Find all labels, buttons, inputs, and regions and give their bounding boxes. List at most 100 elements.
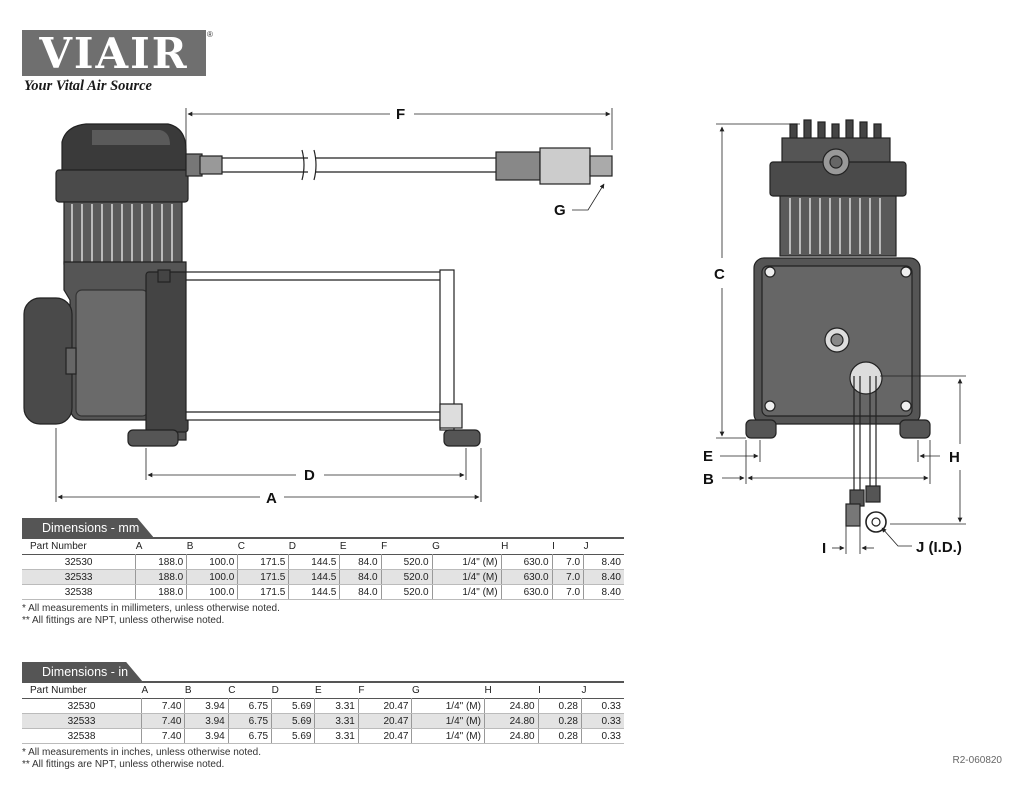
- note-line: ** All fittings are NPT, unless otherwis…: [22, 615, 225, 626]
- col-header: D: [288, 541, 297, 552]
- dimension-cell: 3.31: [314, 728, 359, 744]
- part-number-cell: 32530: [22, 554, 137, 570]
- dimensions-mm-table: Dimensions - mm Part Number A B C D E F …: [22, 518, 624, 627]
- table-title: Dimensions - in: [22, 662, 142, 681]
- dimension-cell: 630.0: [501, 569, 553, 585]
- col-header: H: [501, 541, 509, 552]
- col-header: H: [484, 685, 492, 696]
- label-G: G: [554, 202, 566, 219]
- col-header: B: [186, 541, 194, 552]
- dimension-cell: 7.0: [552, 569, 585, 585]
- col-header: F: [381, 541, 388, 552]
- dimension-cell: 1/4" (M): [411, 728, 485, 744]
- dimension-cell: 6.75: [228, 728, 273, 744]
- table-title-bar: Dimensions - mm: [22, 518, 624, 539]
- col-header: C: [237, 541, 245, 552]
- dimension-cell: 630.0: [501, 554, 553, 570]
- dimension-cell: 171.5: [237, 554, 290, 570]
- dimension-cell: 20.47: [358, 713, 413, 729]
- dimension-cell: 144.5: [288, 554, 341, 570]
- col-header: G: [411, 685, 420, 696]
- table-title-bar: Dimensions - in: [22, 662, 624, 683]
- dimension-cell: 0.28: [538, 713, 582, 729]
- logo-wordmark: VIAIR: [39, 29, 189, 78]
- note-line: ** All fittings are NPT, unless otherwis…: [22, 759, 225, 770]
- dimension-cell: 144.5: [288, 584, 341, 600]
- dimension-cell: 520.0: [381, 584, 433, 600]
- dimension-cell: 0.33: [581, 728, 624, 744]
- label-I: I: [822, 540, 826, 557]
- dimension-cell: 7.40: [141, 713, 186, 729]
- dimension-cell: 84.0: [339, 554, 382, 570]
- dimension-cell: 188.0: [135, 569, 188, 585]
- dimension-cell: 100.0: [186, 569, 239, 585]
- dimension-cell: 3.94: [184, 698, 229, 714]
- logo-tagline: Your Vital Air Source: [24, 78, 152, 94]
- dimension-cell: 144.5: [288, 569, 341, 585]
- dimension-cell: 1/4" (M): [432, 569, 502, 585]
- table-title: Dimensions - mm: [22, 518, 153, 537]
- dimension-cell: 3.94: [184, 713, 229, 729]
- side-dimensions: [55, 108, 613, 502]
- col-header: A: [141, 685, 149, 696]
- table-notes: * All measurements in millimeters, unles…: [22, 603, 624, 627]
- col-header: E: [339, 541, 347, 552]
- dimension-cell: 20.47: [358, 728, 413, 744]
- front-dimensions: [716, 123, 966, 554]
- part-number-cell: 32538: [22, 584, 137, 600]
- dimension-cell: 24.80: [484, 728, 539, 744]
- dimension-cell: 0.28: [538, 698, 582, 714]
- dimension-cell: 7.40: [141, 728, 186, 744]
- header-row: Part Number A B C D E F G H I J: [22, 683, 624, 699]
- dimension-cell: 1/4" (M): [432, 584, 502, 600]
- part-number-cell: 32533: [22, 569, 137, 585]
- revision-code: R2-060820: [952, 755, 1002, 766]
- label-H: H: [949, 449, 960, 466]
- label-D: D: [304, 467, 315, 484]
- dimension-cell: 7.0: [552, 554, 585, 570]
- dimension-cell: 20.47: [358, 698, 413, 714]
- col-header: I: [538, 685, 541, 696]
- note-line: * All measurements in inches, unless oth…: [22, 747, 262, 758]
- col-header: A: [135, 541, 143, 552]
- part-number-cell: 32538: [22, 728, 143, 744]
- dimension-cell: 84.0: [339, 569, 382, 585]
- dimension-cell: 7.0: [552, 584, 585, 600]
- dimension-cell: 171.5: [237, 569, 290, 585]
- dimension-cell: 0.28: [538, 728, 582, 744]
- label-E: E: [703, 448, 713, 465]
- registered-mark: ®: [207, 30, 213, 39]
- label-C: C: [714, 266, 725, 283]
- dimension-cell: 0.33: [581, 698, 624, 714]
- dimension-cell: 24.80: [484, 698, 539, 714]
- dimension-cell: 3.31: [314, 698, 359, 714]
- dimension-cell: 1/4" (M): [432, 554, 502, 570]
- dimension-cell: 100.0: [186, 584, 239, 600]
- note-line: * All measurements in millimeters, unles…: [22, 603, 280, 614]
- col-header: C: [228, 685, 236, 696]
- logo-box: [22, 30, 206, 76]
- col-header: B: [184, 685, 192, 696]
- dimension-cell: 100.0: [186, 554, 239, 570]
- dimension-cell: 520.0: [381, 554, 433, 570]
- dimension-cell: 8.40: [583, 569, 624, 585]
- col-header: F: [358, 685, 365, 696]
- col-header: Part Number: [30, 541, 87, 552]
- dimension-cell: 84.0: [339, 584, 382, 600]
- front-view: [745, 119, 931, 533]
- col-header: D: [271, 685, 279, 696]
- table-notes: * All measurements in inches, unless oth…: [22, 747, 624, 771]
- dimension-cell: 3.94: [184, 728, 229, 744]
- label-B: B: [703, 471, 714, 488]
- col-header: J: [581, 685, 587, 696]
- dimension-cell: 630.0: [501, 584, 553, 600]
- dimension-cell: 5.69: [271, 713, 316, 729]
- col-header: J: [583, 541, 589, 552]
